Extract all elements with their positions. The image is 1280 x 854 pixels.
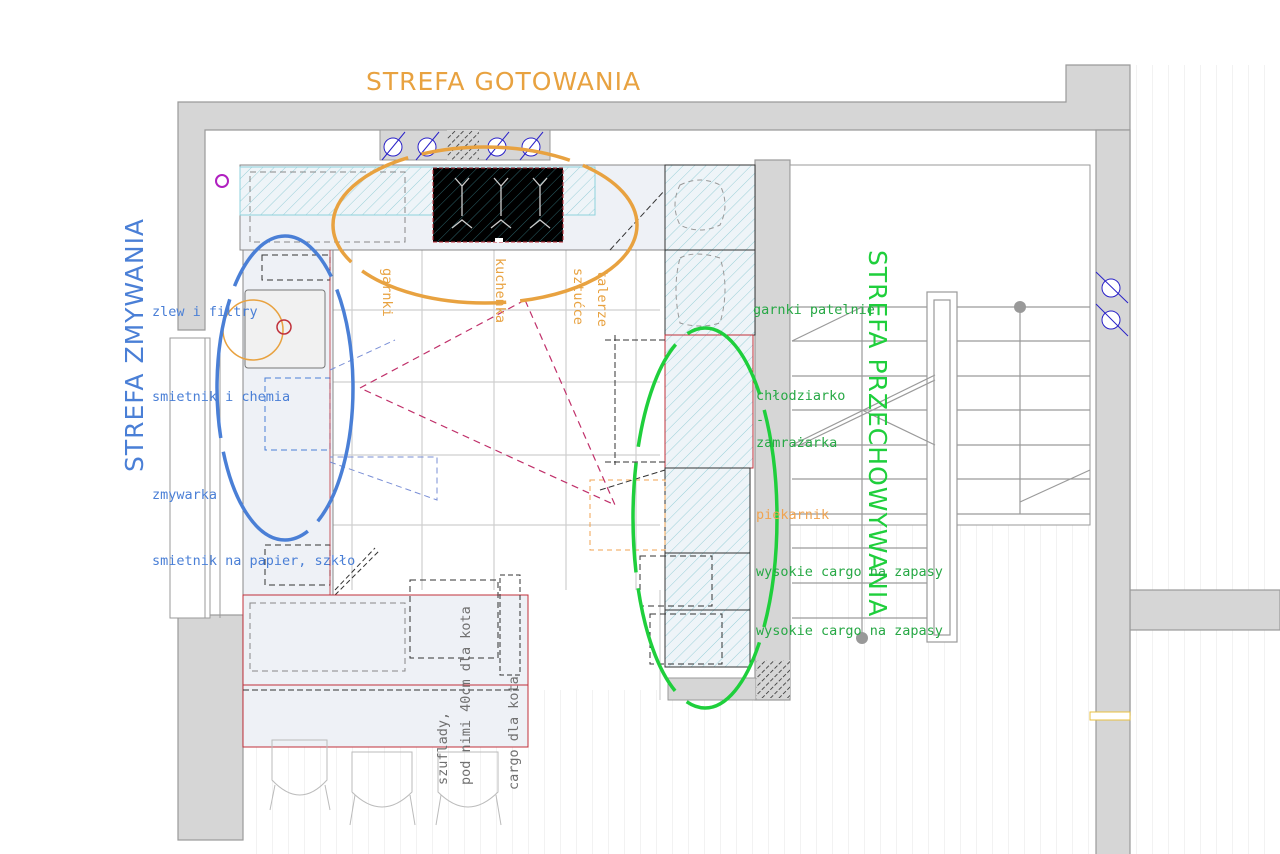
label-tall-cargo-2: wysokie cargo na zapasy bbox=[756, 623, 943, 639]
fridge-icon bbox=[664, 334, 754, 469]
work-triangle bbox=[358, 299, 617, 507]
vent-icon bbox=[447, 130, 479, 160]
label-fridge: chłodziarko bbox=[756, 388, 846, 404]
walls bbox=[177, 64, 1280, 854]
label-oven: piekarnik bbox=[756, 507, 830, 523]
label-trash-chemicals: smietnik i chemia bbox=[152, 389, 291, 405]
label-cutlery: sztućce bbox=[570, 268, 586, 325]
label-cat-space: pod nimi 40cm dla kota bbox=[458, 606, 474, 785]
socket-icon bbox=[1095, 303, 1129, 337]
floor-planks-right bbox=[1130, 65, 1280, 854]
tall-units bbox=[589, 189, 790, 701]
label-stove: kuchenka bbox=[492, 258, 508, 324]
label-dishwasher: zmywarka bbox=[152, 487, 218, 503]
washing-zone-title: STREFA ZMYWANIA bbox=[120, 217, 149, 472]
staircase bbox=[791, 291, 1091, 644]
label-pots: garnki bbox=[379, 268, 395, 317]
sockets-top bbox=[379, 129, 551, 161]
label-dash: - bbox=[756, 412, 765, 428]
bottom-counter bbox=[242, 574, 529, 748]
point-marker-icon bbox=[215, 174, 229, 188]
window-left bbox=[169, 337, 221, 619]
washing-zone-ellipse bbox=[215, 234, 355, 542]
label-plates: talerze bbox=[594, 270, 610, 327]
label-sink-filters: zlew i filtry bbox=[152, 304, 258, 320]
sockets-right bbox=[1095, 271, 1129, 337]
socket-icon bbox=[381, 131, 406, 161]
label-freezer: zamrażarka bbox=[756, 435, 838, 451]
label-cat-cargo: cargo dla kota bbox=[506, 676, 522, 790]
label-recycling-bin: smietnik na papier, szkło bbox=[152, 553, 356, 569]
left-counter bbox=[222, 249, 438, 596]
induction-hob-icon bbox=[432, 167, 564, 243]
storage-zone-ellipse bbox=[631, 326, 779, 710]
label-tall-cargo-1: wysokie cargo na zapasy bbox=[756, 564, 943, 580]
chair-icon bbox=[435, 751, 502, 826]
chair-icon bbox=[269, 739, 331, 811]
cooking-zone-title: STREFA GOTOWANIA bbox=[366, 67, 642, 96]
label-pots-pans: garnki patelnie bbox=[753, 302, 875, 318]
cooking-zone-ellipse bbox=[331, 145, 639, 305]
label-drawers: szuflady, bbox=[435, 711, 451, 785]
bar-chairs bbox=[269, 739, 502, 826]
socket-icon bbox=[1095, 271, 1129, 304]
chair-icon bbox=[349, 751, 416, 826]
sink-icon bbox=[244, 289, 326, 369]
